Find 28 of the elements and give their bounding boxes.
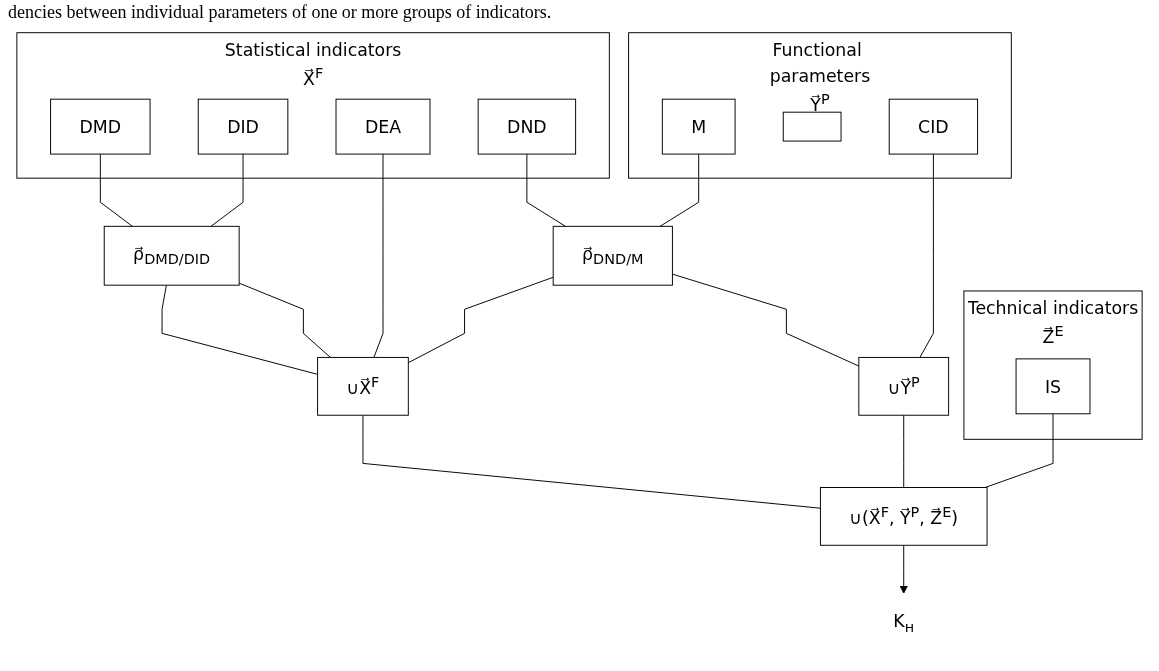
node-text: K$_{н}$ xyxy=(893,610,915,636)
connector xyxy=(210,153,244,227)
node-box: ∪Y⃗$^{P}$ xyxy=(858,356,950,416)
node-box: DMD xyxy=(50,98,151,155)
node-box: CID xyxy=(888,98,979,155)
note-text: dencies between individual parameters of one or more groups of indicators. xyxy=(8,2,552,22)
node-box: DEA xyxy=(335,98,431,155)
connector xyxy=(671,273,860,367)
node-box: ∪X⃗$^{F}$ xyxy=(317,356,409,416)
connector xyxy=(659,153,700,227)
node-box: IS xyxy=(1015,358,1091,415)
node-box xyxy=(782,111,842,142)
node-box: DND xyxy=(477,98,577,155)
connector xyxy=(238,282,331,358)
connector xyxy=(903,414,905,488)
connector xyxy=(984,413,1054,488)
connector xyxy=(99,153,133,227)
node-box: M xyxy=(661,98,736,155)
connector xyxy=(161,284,319,375)
connector xyxy=(407,276,554,364)
node-box: ρ⃗$_{DND/M}$ xyxy=(552,225,673,286)
connector xyxy=(919,153,934,358)
node-box: DID xyxy=(197,98,289,155)
node-box: ∪(X⃗$^{F}$, Y⃗$^{P}$, Z⃗$^{E}$) xyxy=(819,487,988,546)
connector xyxy=(373,153,384,358)
connector xyxy=(526,153,567,227)
node-box: ρ⃗$_{DMD/DID}$ xyxy=(103,225,240,286)
connector xyxy=(362,414,821,509)
